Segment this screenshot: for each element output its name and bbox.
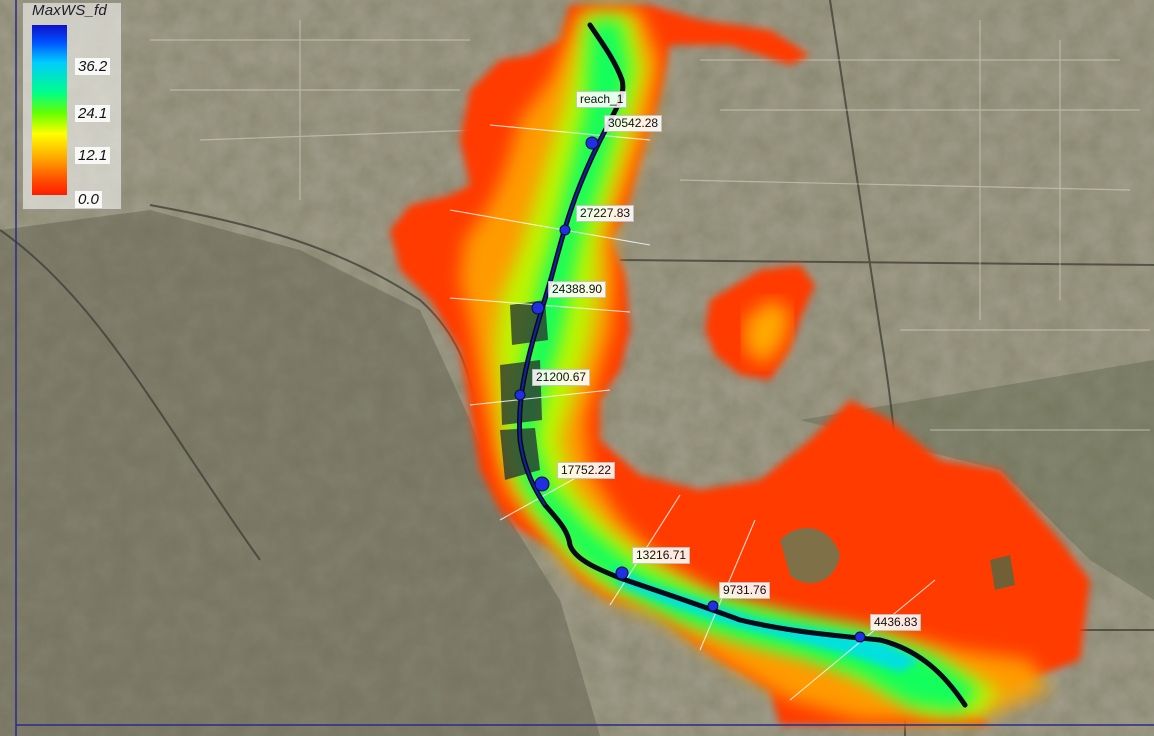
station-dot bbox=[534, 476, 550, 492]
flood-extent bbox=[390, 5, 1090, 725]
station-label[interactable]: 9731.76 bbox=[719, 582, 771, 599]
dry-island bbox=[780, 528, 840, 584]
dry-island-small bbox=[990, 555, 1015, 590]
legend-tick-max: 36.2 bbox=[75, 58, 111, 75]
station-label[interactable]: 13216.71 bbox=[632, 547, 691, 564]
legend-tick-min: 0.0 bbox=[75, 191, 102, 208]
station-dot bbox=[559, 224, 571, 236]
reach-label[interactable]: reach_1 bbox=[576, 91, 628, 108]
station-dot bbox=[531, 301, 545, 315]
legend-color-ramp bbox=[32, 25, 67, 195]
hills-zone bbox=[0, 210, 600, 736]
station-label[interactable]: 21200.67 bbox=[532, 369, 591, 386]
field-lines bbox=[150, 20, 1150, 431]
river-centerline-highlight bbox=[518, 124, 609, 506]
station-label[interactable]: 30542.28 bbox=[604, 115, 663, 132]
legend-tick-high: 24.1 bbox=[75, 105, 111, 122]
legend-title: MaxWS_fd bbox=[32, 2, 107, 19]
legend-tick-mid: 12.1 bbox=[75, 147, 111, 164]
station-dot bbox=[585, 136, 599, 150]
station-label[interactable]: 4436.83 bbox=[870, 614, 922, 631]
station-markers bbox=[514, 136, 866, 643]
station-dot bbox=[707, 600, 719, 612]
station-dot bbox=[854, 631, 866, 643]
station-dot bbox=[514, 389, 526, 401]
station-label[interactable]: 24388.90 bbox=[548, 281, 607, 298]
station-label[interactable]: 17752.22 bbox=[557, 462, 616, 479]
station-label[interactable]: 27227.83 bbox=[576, 205, 635, 222]
station-dot bbox=[615, 566, 629, 580]
